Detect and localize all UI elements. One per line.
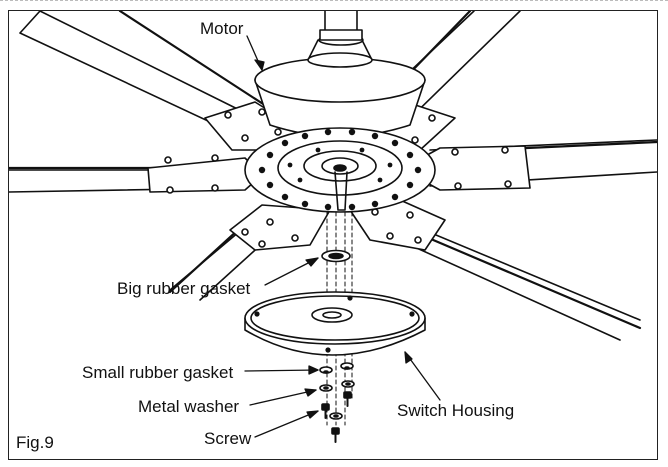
label-metal-washer: Metal washer xyxy=(138,397,240,416)
cropped-page-edge xyxy=(0,0,668,5)
blade-iron-lower-left xyxy=(229,204,331,251)
figure-frame xyxy=(8,10,658,460)
label-motor: Motor xyxy=(200,19,244,38)
blade-iron-lower-right xyxy=(349,199,446,251)
small-gasket-arrow xyxy=(244,369,319,372)
washer-arrow xyxy=(249,389,317,406)
label-switch-housing: Switch Housing xyxy=(397,401,515,420)
figure-label: Fig.9 xyxy=(16,433,54,452)
big-rubber-gasket xyxy=(321,249,351,263)
metal-washers xyxy=(319,380,355,420)
switch-housing xyxy=(244,291,426,356)
screw-arrow xyxy=(254,410,319,438)
blade-lower-right xyxy=(399,219,642,341)
motor-flange xyxy=(244,127,436,213)
leader-arrows xyxy=(244,35,441,438)
label-big-rubber-gasket: Big rubber gasket xyxy=(117,279,251,298)
small-rubber-gaskets xyxy=(319,362,354,374)
label-small-rubber-gasket: Small rubber gasket xyxy=(82,363,234,382)
screws xyxy=(321,391,352,443)
flange-holes xyxy=(258,128,422,211)
label-screw: Screw xyxy=(204,429,252,448)
motor-housing xyxy=(254,29,426,138)
